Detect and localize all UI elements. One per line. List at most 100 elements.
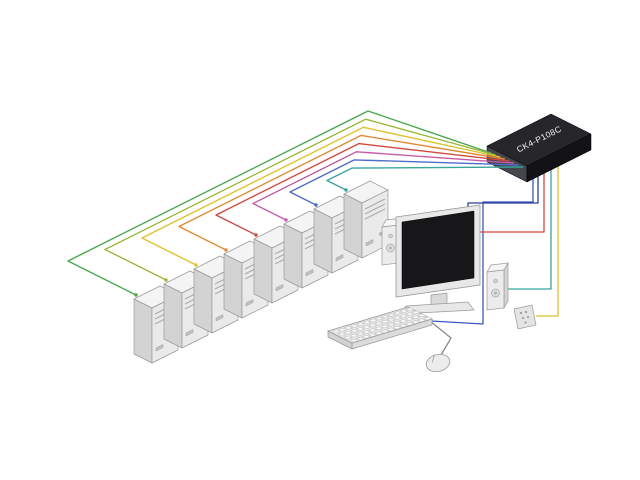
kvm-cables [67,110,524,297]
key [404,312,415,317]
key [374,316,384,321]
remote-button [524,321,527,324]
key [380,319,390,324]
speaker-tweeter [388,233,393,239]
key [361,325,372,329]
kvm-cable-6 [252,151,515,221]
floppy-slot [185,329,194,337]
kvm-cable-4 [178,134,505,251]
remote-control [513,304,537,330]
drive-bay [364,203,386,215]
computer-tower [343,180,389,259]
tower-side [193,268,213,334]
drive-bay [364,198,386,210]
kvm-cable-plug [224,248,228,252]
mouse-button-divider [431,354,435,363]
key [349,324,360,328]
key [398,323,408,328]
key [380,314,390,319]
tower-side [283,223,303,289]
key [404,317,415,321]
key [398,319,409,323]
key [398,309,409,314]
key [380,329,390,334]
kvm-cable-plug [284,218,288,222]
keyboard-keys [331,307,433,343]
key [417,313,427,318]
right-speaker [486,261,509,311]
key [380,324,390,329]
key [392,325,402,330]
key [405,307,415,312]
key [410,315,421,320]
floppy-slot [275,284,284,292]
right-speaker-cable [507,168,552,290]
key [349,333,359,338]
drive-bay [364,208,386,220]
kvm-cable-2 [104,118,496,281]
kvm-cable-plug [134,293,138,297]
speaker-side [503,261,509,310]
key [373,331,384,335]
tower-side [313,208,333,274]
key [423,316,433,321]
key [386,313,397,317]
kvm-cable-plug [164,278,168,282]
key [361,330,372,334]
remote-button [525,311,527,313]
kvm-cable-plug [344,188,348,192]
remote-cable [536,164,559,317]
key [392,311,403,315]
key [410,320,421,324]
key [337,332,347,337]
key [349,338,359,343]
kvm-cable-1 [67,110,492,296]
key [331,329,341,334]
key [374,321,384,326]
monitor [395,204,481,315]
key [337,327,347,332]
floppy-slot [155,344,164,352]
remote-button [522,317,524,319]
kvm-cable-plug [254,233,258,237]
key [355,336,365,341]
key [355,331,366,336]
key [374,326,384,331]
key [368,318,378,323]
mouse [425,353,451,373]
floppy-slot [335,254,344,262]
remote-button [527,316,529,318]
key [367,333,378,337]
key [404,322,415,326]
key [349,328,360,333]
key [392,320,402,325]
key [343,335,353,340]
floppy-slot [365,239,374,247]
mouse-cable [429,320,452,356]
key [362,320,372,325]
floppy-slot [305,269,314,277]
key [386,317,396,322]
computer-towers [133,180,389,364]
key [411,310,421,315]
kvm-cable-plug [194,263,198,267]
kvm-switch-top-face [486,113,592,167]
kvm-cable-3 [141,126,501,266]
tower-side [223,253,243,319]
kvm-cable-5 [215,142,510,236]
key [361,334,372,339]
key [367,328,378,332]
speaker-cone-center [389,246,392,250]
floppy-slot [215,314,224,322]
key [386,327,396,332]
tower-side [163,283,183,349]
remote-button [520,312,522,314]
speaker-tweeter [493,278,498,284]
tower-side [253,238,273,304]
kvm-switch: CK4-P108C [486,113,592,183]
keyboard [326,306,434,350]
remote-body [513,304,537,330]
key [355,327,366,331]
